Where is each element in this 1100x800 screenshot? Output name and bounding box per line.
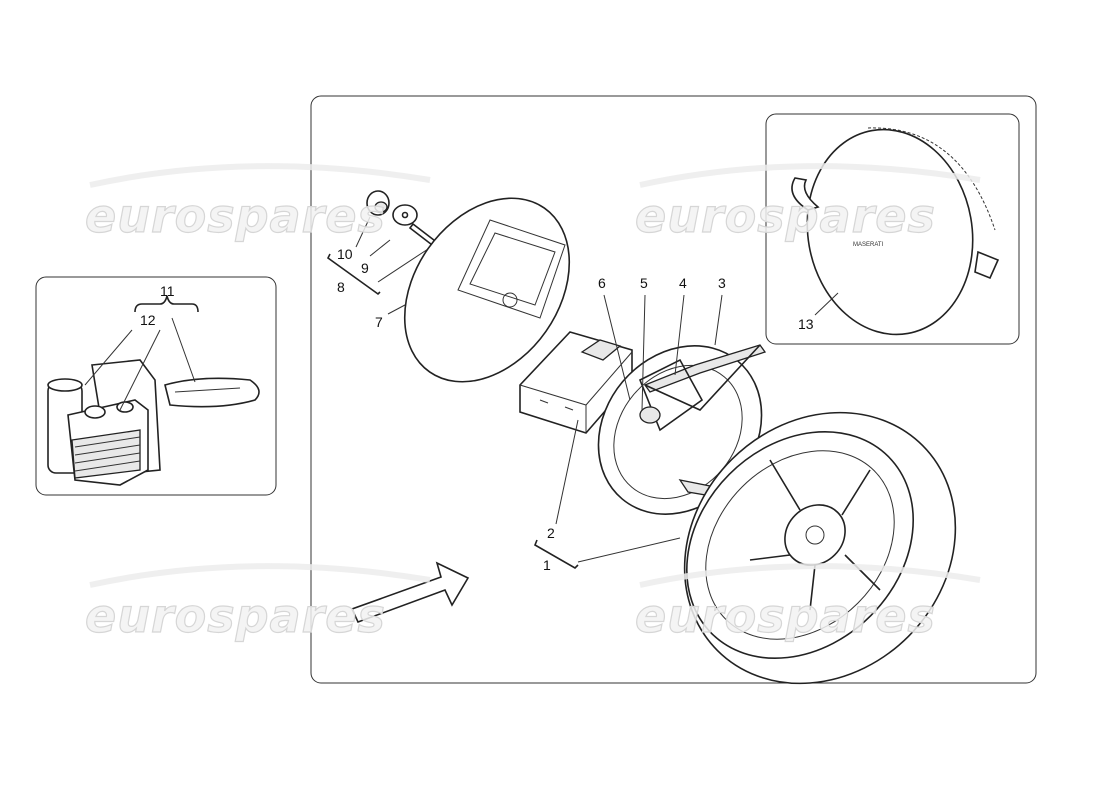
spare-wheel-cover [403, 197, 571, 383]
maserati-logo: MASERATI [853, 242, 884, 248]
wheel-bag: MASERATI [791, 127, 1000, 336]
inset-frame-wheel-bag [765, 113, 1020, 345]
watermark-text: eurospares [85, 589, 386, 643]
leader-lines-11-12 [84, 317, 196, 411]
watermark-text: eurospares [635, 589, 936, 643]
callout-6: 6 [598, 275, 606, 291]
spare-wheel [683, 411, 957, 685]
inset-frame-inflator-kit [35, 276, 277, 496]
callout-11: 11 [160, 283, 175, 299]
callout-10: 10 [337, 246, 353, 262]
callout-1: 1 [543, 557, 551, 573]
inflator-kit-illustration [47, 359, 260, 486]
brace-11 [134, 295, 199, 313]
callout-2: 2 [547, 525, 555, 541]
leader-lines-7-10 [355, 216, 429, 315]
watermark: eurospares eurospares eurospares eurospa… [84, 163, 981, 644]
leader-lines-1-2 [555, 419, 681, 563]
leader-lines-3-6 [603, 294, 723, 411]
callout-9: 9 [361, 260, 369, 276]
callout-5: 5 [640, 275, 648, 291]
watermark-text: eurospares [85, 189, 386, 243]
main-frame [310, 95, 1037, 684]
callout-4: 4 [679, 275, 687, 291]
leader-line-13 [814, 292, 839, 316]
callout-8: 8 [337, 279, 345, 295]
callout-7: 7 [375, 314, 383, 330]
tool-box [519, 331, 633, 434]
bracket-1 [533, 539, 579, 569]
callout-13: 13 [798, 316, 814, 332]
callout-3: 3 [718, 275, 726, 291]
watermark-text: eurospares [635, 189, 936, 243]
callout-12: 12 [140, 312, 156, 328]
direction-arrow-icon [350, 561, 470, 624]
bracket-8 [326, 253, 381, 296]
